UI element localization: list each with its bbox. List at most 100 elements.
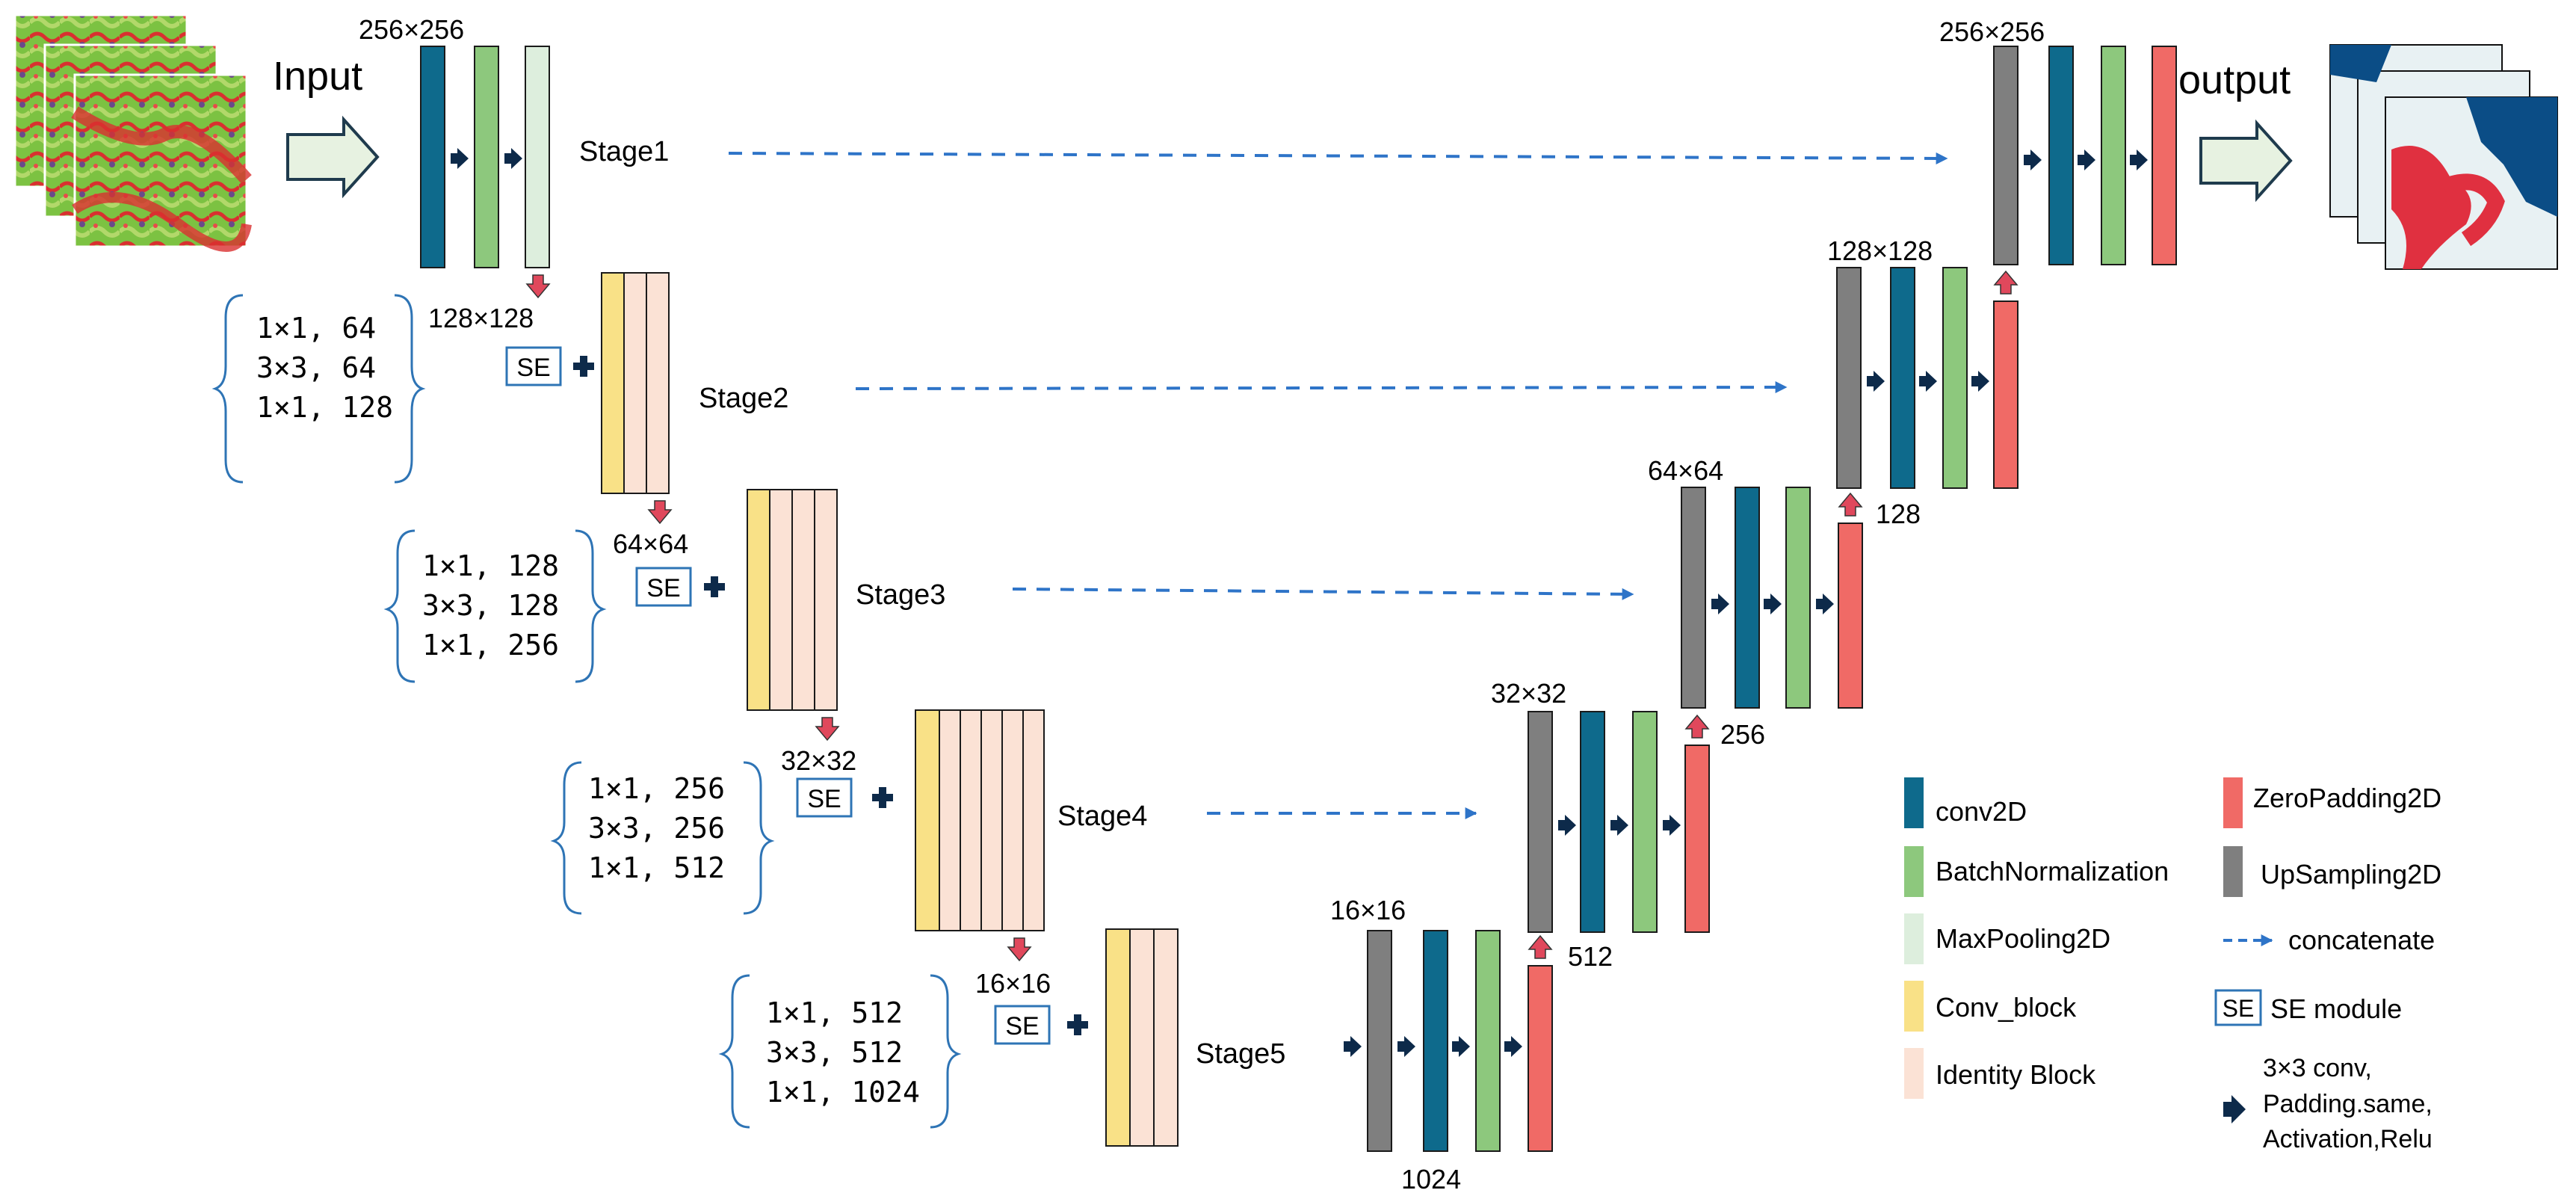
legend-batchnorm-swatch [1904,846,1924,897]
plus-icon [573,356,594,377]
up-arrow-icon [1528,934,1553,959]
svg-text:1×1, 256: 1×1, 256 [422,629,559,662]
plus-icon [1067,1014,1088,1035]
dec1-upsampling-block [1993,46,2019,265]
dec2-upsampling-block [1836,267,1862,489]
input-image-stack [13,13,252,252]
up-arrow-icon [1684,714,1710,739]
decoder-channels-256: 256 [1720,719,1765,750]
dec3-conv2d-block [1735,487,1760,709]
legend-maxpool-label: MaxPooling2D [1936,923,2110,954]
down-arrow-icon [647,500,673,525]
stage4-se-module: SE [796,777,853,818]
svg-text:3×3, 512: 3×3, 512 [766,1036,903,1069]
stage1-conv2d-block [420,46,445,268]
conv-arrow-icon [2078,150,2095,170]
legend-identity-block-label: Identity Block [1936,1059,2096,1090]
dec3-zeropadding-block [1838,523,1863,709]
legend-se-swatch [2214,989,2262,1026]
stage3-concat-line [1012,588,1634,600]
stage2-residual-blocks [601,272,670,494]
svg-text:SE: SE [646,574,680,602]
legend-identity-block-swatch [1904,1048,1924,1099]
stage5-residual-blocks [1105,928,1179,1147]
stage3-residual-blocks [747,489,838,711]
conv-arrow-icon [1867,371,1885,392]
conv-arrow-icon [504,148,522,169]
stage5-label: Stage5 [1196,1038,1285,1070]
stage3-size: 64×64 [613,528,688,559]
decoder-size-64: 64×64 [1648,455,1723,486]
dec5-zeropadding-block [1528,965,1553,1152]
conv-arrow-icon [2130,150,2148,170]
input-label: Input [273,54,362,99]
svg-text:SE: SE [807,785,841,813]
dec2-zeropadding-block [1993,300,2019,489]
legend-upsampling-label: UpSampling2D [2261,859,2441,890]
conv-arrow-icon [1610,815,1628,836]
dec3-upsampling-block [1681,487,1706,709]
stage3-se-module: SE [635,567,692,607]
input-arrow-icon [286,115,380,199]
up-arrow-icon [1838,492,1863,517]
decoder-size-16: 16×16 [1330,895,1406,925]
stage3-params: 1×1, 128 3×3, 128 1×1, 256 [383,529,607,683]
legend-conv-arrow-icon [2223,1095,2246,1123]
legend-zeropadding-swatch [2223,777,2243,828]
dec1-zeropadding-block [2152,46,2177,265]
stage4-params: 1×1, 256 3×3, 256 1×1, 512 [550,761,775,915]
decoder-size-32: 32×32 [1491,678,1566,709]
conv-arrow-icon [1397,1036,1415,1057]
legend: conv2D BatchNormalization MaxPooling2D C… [1904,777,2441,1153]
down-arrow-icon [1007,937,1032,962]
dec5-conv2d-block [1423,930,1448,1152]
stage1-maxpool-block [525,46,550,268]
conv-arrow-icon [1971,371,1989,392]
stage5-se-module: SE [994,1005,1051,1045]
stage4-size: 32×32 [781,745,856,776]
conv-arrow-icon [1711,594,1729,614]
svg-text:SE: SE [516,354,550,382]
svg-text:1×1, 64: 1×1, 64 [256,312,376,345]
stage2-params: 1×1, 64 3×3, 64 1×1, 128 [211,294,426,484]
stage3-label: Stage3 [856,579,945,611]
dec5-upsampling-block [1367,930,1392,1152]
stage2-concat-line [855,381,1788,394]
legend-zeropadding-label: ZeroPadding2D [2253,783,2441,813]
stage5-size: 16×16 [975,968,1051,999]
decoder-channels-128: 128 [1876,499,1921,529]
dec2-batchnorm-block [1942,267,1968,489]
legend-upsampling-swatch [2223,846,2243,897]
svg-text:1×1, 1024: 1×1, 1024 [766,1076,920,1109]
dec4-batchnorm-block [1632,711,1658,933]
legend-conv-desc-line3: Activation,Relu [2263,1125,2433,1153]
dec3-batchnorm-block [1785,487,1811,709]
legend-se-module-label: SE module [2270,993,2402,1024]
svg-text:1×1, 256: 1×1, 256 [588,772,725,805]
stage1-label: Stage1 [579,136,669,167]
legend-maxpool-swatch [1904,913,1924,964]
down-arrow-icon [815,717,840,742]
stage1-size: 256×256 [359,14,464,45]
legend-conv-desc-line1: 3×3 conv, [2263,1054,2372,1082]
svg-text:1×1, 128: 1×1, 128 [422,549,559,582]
plus-icon [704,576,725,597]
dec2-conv2d-block [1890,267,1915,489]
output-label: output [2178,58,2291,102]
svg-text:3×3, 256: 3×3, 256 [588,812,725,845]
conv-arrow-icon [1663,815,1681,836]
down-arrow-icon [525,274,551,299]
svg-text:1×1, 512: 1×1, 512 [766,996,903,1029]
stage4-residual-blocks [915,709,1045,931]
decoder-size-256: 256×256 [1939,16,2045,47]
dec4-upsampling-block [1528,711,1553,933]
conv-arrow-icon [1919,371,1937,392]
conv-arrow-icon [451,148,469,169]
dec1-conv2d-block [2048,46,2074,265]
up-arrow-icon [1993,270,2019,295]
conv-arrow-icon [1344,1036,1362,1057]
dec4-zeropadding-block [1684,745,1710,933]
legend-se-swatch-text: SE [2223,995,2255,1022]
dec4-conv2d-block [1580,711,1605,933]
